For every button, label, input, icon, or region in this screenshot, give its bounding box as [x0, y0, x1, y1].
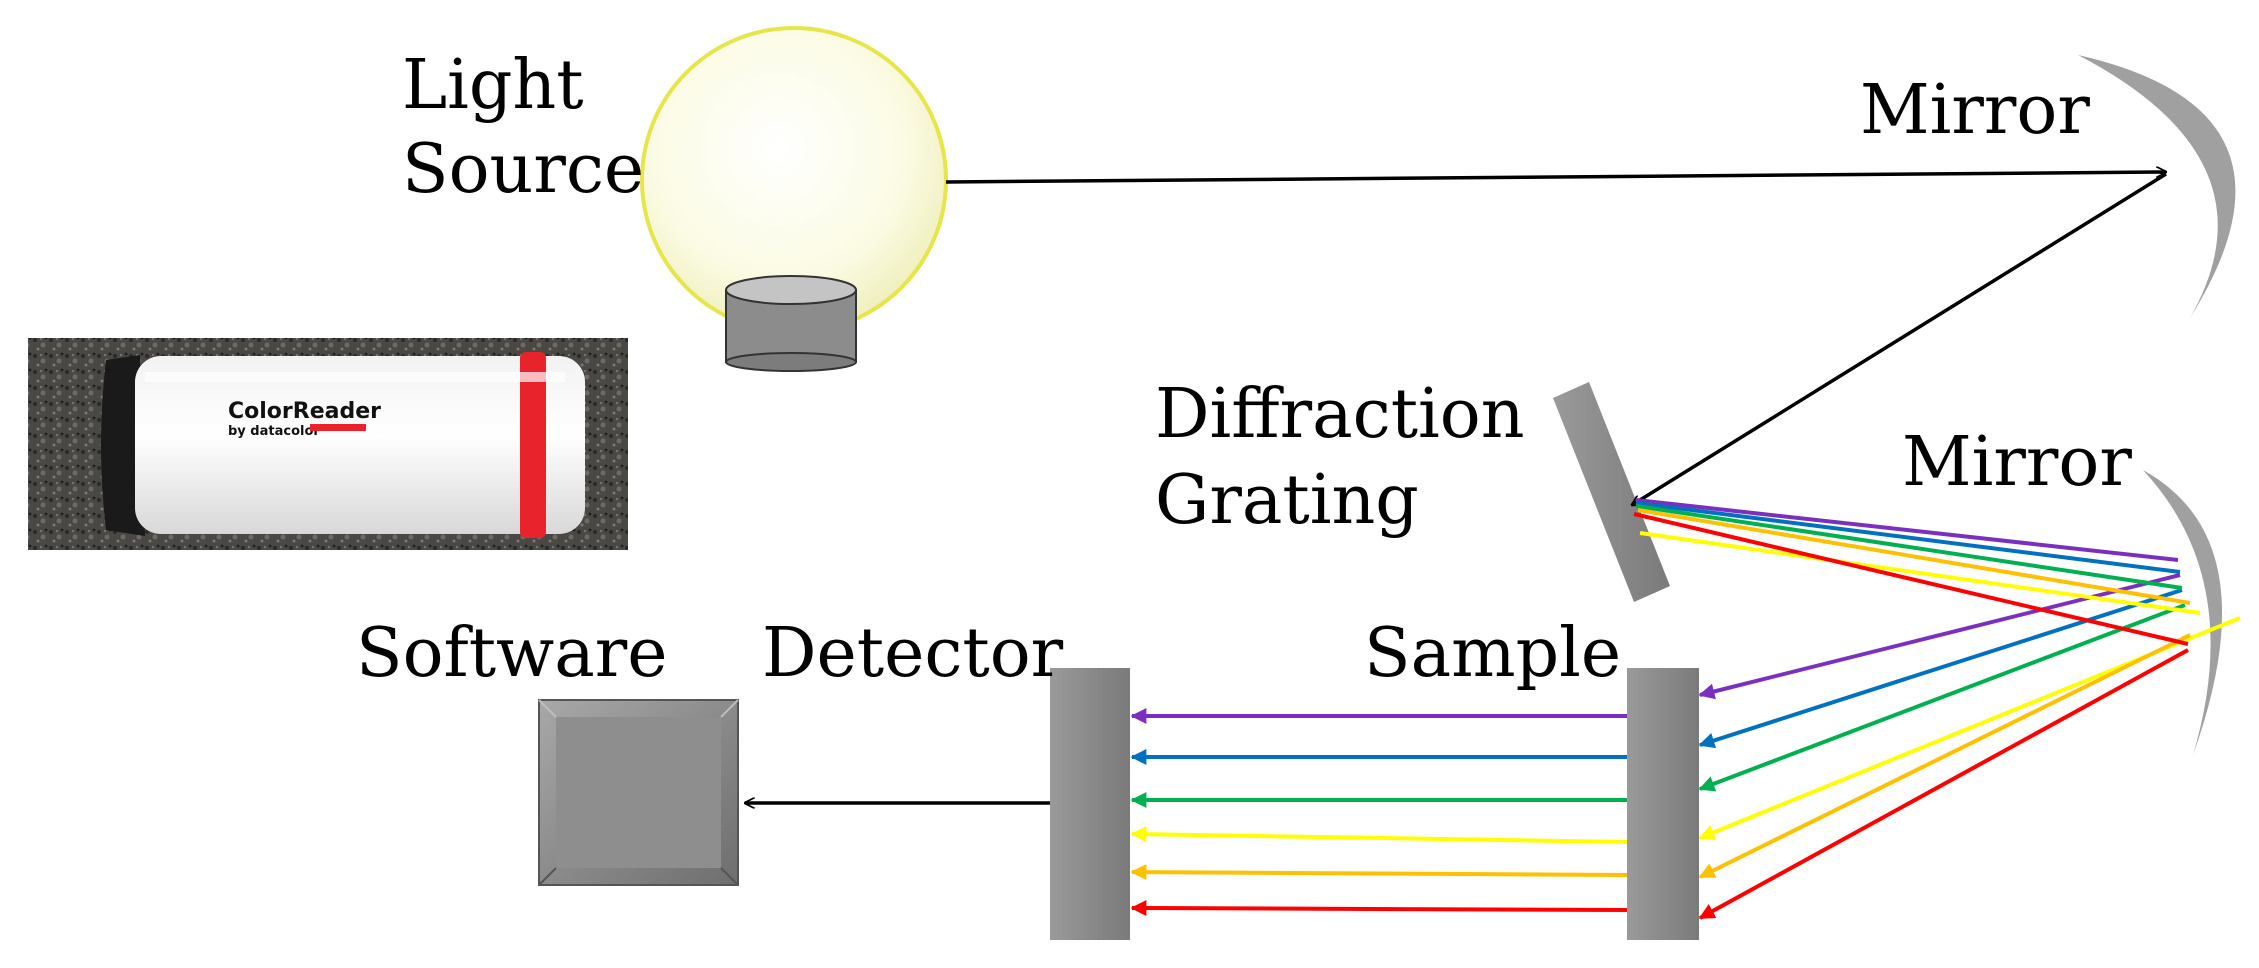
device-photo: ColorReader by datacolor [28, 338, 628, 550]
ray-orange-grating-to-mirror [1637, 508, 2191, 605]
ray-blue-mirror-to-sample [1698, 588, 2183, 749]
diffraction-grating [1553, 382, 1670, 602]
label-software: Software [356, 614, 668, 693]
ray-blue-grating-to-mirror [1635, 501, 2181, 574]
software-box [538, 699, 739, 886]
ray-orange-mirror-to-sample [1698, 633, 2191, 879]
photo-end-cap [101, 355, 145, 536]
ray-yellow-sample-to-detector [1130, 826, 1628, 844]
light-source [640, 26, 948, 372]
ray-yellow-grating-to-mirror [1639, 531, 2201, 615]
photo-canister [135, 356, 585, 534]
label-detector: Detector [762, 614, 1064, 693]
ray-orange-sample-to-detector [1130, 864, 1628, 881]
ray-violet-mirror-to-sample [1698, 573, 2181, 700]
label-light: Light [402, 46, 584, 125]
label-grating: Grating [1155, 461, 1419, 540]
ray-red-sample-to-detector [1130, 900, 1628, 917]
label-sample: Sample [1364, 614, 1621, 693]
photo-brand-text: ColorReader [228, 399, 381, 424]
photo-byline-text: by datacolor [228, 424, 320, 439]
ray-green-mirror-to-sample [1698, 603, 2186, 792]
photo-red-band [520, 352, 546, 538]
label-mirror-top: Mirror [1860, 71, 2090, 150]
beam-source-to-mirror [945, 172, 2166, 184]
mirror-right [2143, 470, 2223, 755]
label-mirror-right: Mirror [1902, 423, 2132, 502]
mirror-top [2078, 55, 2236, 318]
ray-red-mirror-to-sample [1698, 648, 2189, 920]
label-diffraction: Diffraction [1155, 375, 1525, 454]
ray-green-grating-to-mirror [1635, 504, 2183, 590]
spectrum-rays [1130, 498, 2241, 920]
detector [1050, 668, 1130, 940]
ray-red-grating-to-mirror [1633, 512, 2189, 646]
sample [1627, 668, 1699, 940]
ray-violet-grating-to-mirror [1635, 498, 2179, 562]
beam-mirror-to-grating [1632, 172, 2167, 505]
label-source: Source [402, 130, 644, 209]
